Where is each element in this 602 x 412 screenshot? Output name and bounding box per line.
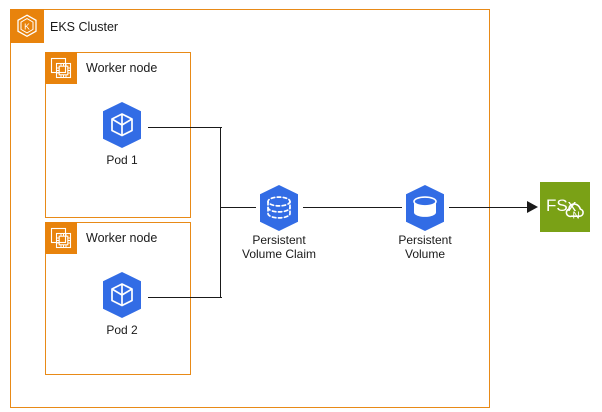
persistent-volume-label: Persistent Volume xyxy=(398,233,452,261)
connector-pod1-to-pvc xyxy=(148,127,222,129)
connector-pods-bracket xyxy=(220,127,222,298)
eks-cluster-label: EKS Cluster xyxy=(50,20,119,34)
amazon-fsx-netapp-ontap-icon: FSx N xyxy=(540,182,590,232)
svg-text:FSx: FSx xyxy=(546,196,577,215)
persistent-volume-claim-label: Persistent Volume Claim xyxy=(241,233,317,261)
worker-node-icon xyxy=(45,52,77,84)
kubernetes-pod-icon xyxy=(96,99,148,151)
arrow-head-icon xyxy=(527,201,538,213)
kubernetes-persistent-volume-claim-icon xyxy=(253,182,305,234)
worker-node-icon xyxy=(45,222,77,254)
eks-cluster-icon: K xyxy=(10,9,44,43)
kubernetes-persistent-volume-icon xyxy=(399,182,451,234)
worker-node-1-group xyxy=(45,52,191,218)
worker-node-2-group xyxy=(45,222,191,375)
connector-pv-to-fsx xyxy=(449,207,531,209)
pod-1-label: Pod 1 xyxy=(106,153,138,167)
kubernetes-pod-icon xyxy=(96,269,148,321)
svg-text:K: K xyxy=(24,21,30,31)
connector-pod2-to-pvc xyxy=(148,297,222,299)
worker-node-2-label: Worker node xyxy=(86,231,158,245)
pod-2-label: Pod 2 xyxy=(106,323,138,337)
connector-pvc-to-pv xyxy=(303,207,402,209)
connector-bracket-to-pvc xyxy=(220,207,256,209)
eks-cluster-group xyxy=(10,9,490,408)
worker-node-1-label: Worker node xyxy=(86,61,158,75)
svg-text:N: N xyxy=(573,211,580,222)
